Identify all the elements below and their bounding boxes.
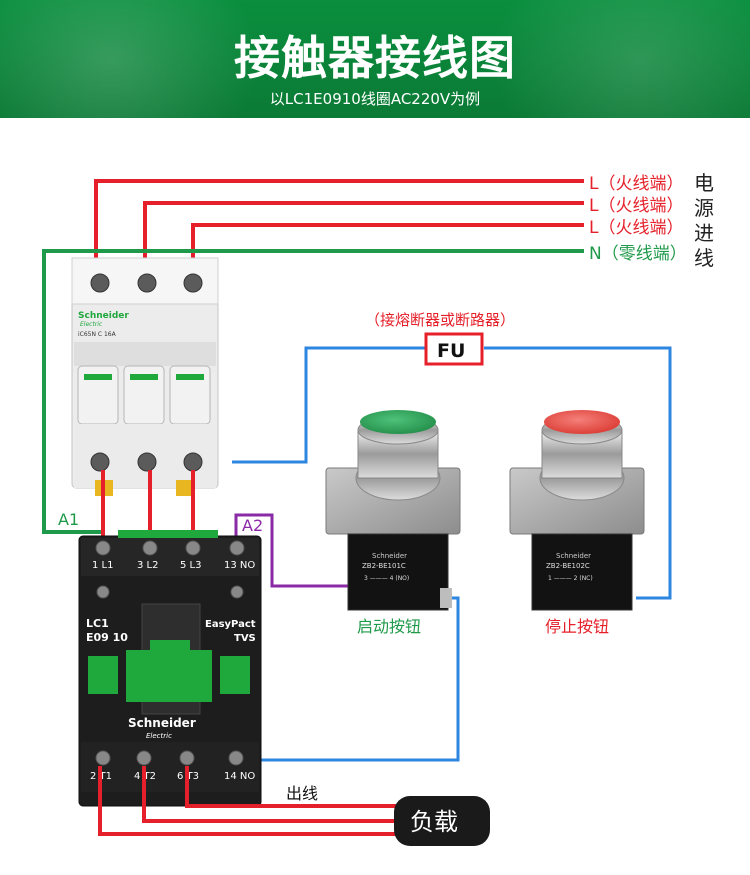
terminal-l1-screw	[95, 540, 111, 556]
side-char-1: 电	[694, 171, 714, 195]
stop-button-contact: 1 ——— 2 (NC)	[548, 575, 593, 582]
breaker-model: iC65N C 16A	[78, 331, 117, 338]
stop-button-brand: Schneider	[556, 552, 591, 560]
live-label-3: L（火线端）	[589, 218, 683, 238]
terminal-no13-screw	[229, 540, 245, 556]
breaker-brand-sub: Electric	[80, 321, 103, 328]
page-subtitle: 以LC1E0910线圈AC220V为例	[269, 90, 481, 108]
output-wire-t2	[142, 766, 396, 823]
load-box	[394, 796, 490, 846]
neutral-label: N（零线端）	[589, 244, 687, 264]
control-wire-breaker-to-fuse	[232, 346, 428, 464]
circuit-breaker: Schneider Electric iC65N C 16A	[71, 257, 219, 496]
control-wire-start-to-no14	[236, 596, 460, 762]
terminal-label-top-4: 13 NO	[224, 560, 255, 571]
start-button-cap	[360, 410, 436, 434]
side-char-2: 源	[694, 196, 714, 220]
terminal-label-top-1: 1 L1	[92, 560, 113, 571]
contactor-window-left	[88, 656, 118, 694]
side-char-3: 进	[694, 221, 714, 245]
power-lines	[42, 179, 584, 534]
output-wire-t1	[98, 766, 396, 836]
live-wire-l1	[94, 179, 584, 268]
fuse-note: （接熔断器或断路器）	[365, 311, 515, 329]
stop-button: Schneider ZB2-BE102C 1 ——— 2 (NC) 停止按钮	[509, 410, 645, 636]
contactor-series-2: TVS	[234, 633, 256, 644]
contactor-brand-sub: Electric	[146, 732, 172, 740]
terminal-a1-screw	[96, 585, 110, 599]
neutral-wire	[42, 249, 584, 534]
terminal-t2-screw	[136, 750, 152, 766]
breaker-top-screw-1	[90, 273, 110, 293]
output-wire-t3	[185, 766, 396, 808]
contactor-series-1: EasyPact	[205, 619, 256, 630]
breaker-top-screw-2	[137, 273, 157, 293]
page-title: 接触器接线图	[234, 31, 516, 85]
terminal-label-top-2: 3 L2	[137, 560, 158, 571]
contactor-window-right	[220, 656, 250, 694]
coil-a2-label: A2	[242, 516, 263, 535]
start-button-contact: 3 ——— 4 (NO)	[364, 575, 409, 582]
contactor-model-2: E09 10	[86, 631, 128, 644]
load-label: 负载	[410, 808, 458, 836]
output-wires	[98, 766, 396, 836]
side-char-4: 线	[694, 246, 714, 270]
terminal-label-bottom-4: 14 NO	[224, 771, 255, 782]
contactor-brand: Schneider	[128, 716, 196, 730]
start-button-brand: Schneider	[372, 552, 407, 560]
live-wire-l3	[191, 223, 584, 268]
breaker-brand: Schneider	[78, 311, 129, 321]
start-button: Schneider ZB2-BE101C 3 ——— 4 (NO) 启动按钮	[325, 410, 461, 636]
terminal-no14-screw	[228, 750, 244, 766]
start-button-model: ZB2-BE101C	[362, 562, 406, 570]
start-button-label: 启动按钮	[357, 617, 421, 636]
terminal-l3-screw	[185, 540, 201, 556]
stop-button-cap	[544, 410, 620, 434]
coil-a1-label: A1	[58, 510, 79, 529]
fuse-label: FU	[437, 340, 465, 362]
power-labels: L（火线端） L（火线端） L（火线端） N（零线端） 电 源 进 线	[589, 171, 714, 270]
control-wires	[232, 346, 672, 762]
breaker-bottom-screw-2	[137, 452, 157, 472]
control-wire-fuse-to-stop	[484, 346, 672, 600]
fuse-box	[424, 332, 484, 366]
contactor: 1 L1 3 L2 5 L3 13 NO LC1 E09 10 EasyPact…	[78, 530, 262, 807]
live-label-2: L（火线端）	[589, 196, 683, 216]
terminal-t3-screw	[179, 750, 195, 766]
breaker-top-screw-3	[183, 273, 203, 293]
header-banner: 接触器接线图 以LC1E0910线圈AC220V为例	[0, 0, 750, 118]
output-label: 出线	[286, 784, 318, 803]
breaker-bottom-screw-1	[90, 452, 110, 472]
breaker-bottom-screw-3	[183, 452, 203, 472]
stop-button-model: ZB2-BE102C	[546, 562, 590, 570]
stop-button-label: 停止按钮	[545, 617, 609, 636]
terminal-l2-screw	[142, 540, 158, 556]
coil-a2-wire	[234, 513, 400, 588]
wiring-diagram: L（火线端） L（火线端） L（火线端） N（零线端） 电 源 进 线 Schn…	[42, 171, 714, 846]
live-wire-l2	[143, 201, 584, 268]
terminal-label-top-3: 5 L3	[180, 560, 201, 571]
contactor-model-1: LC1	[86, 617, 109, 630]
terminal-a2-screw	[230, 585, 244, 599]
terminal-t1-screw	[95, 750, 111, 766]
live-label-1: L（火线端）	[589, 174, 683, 194]
